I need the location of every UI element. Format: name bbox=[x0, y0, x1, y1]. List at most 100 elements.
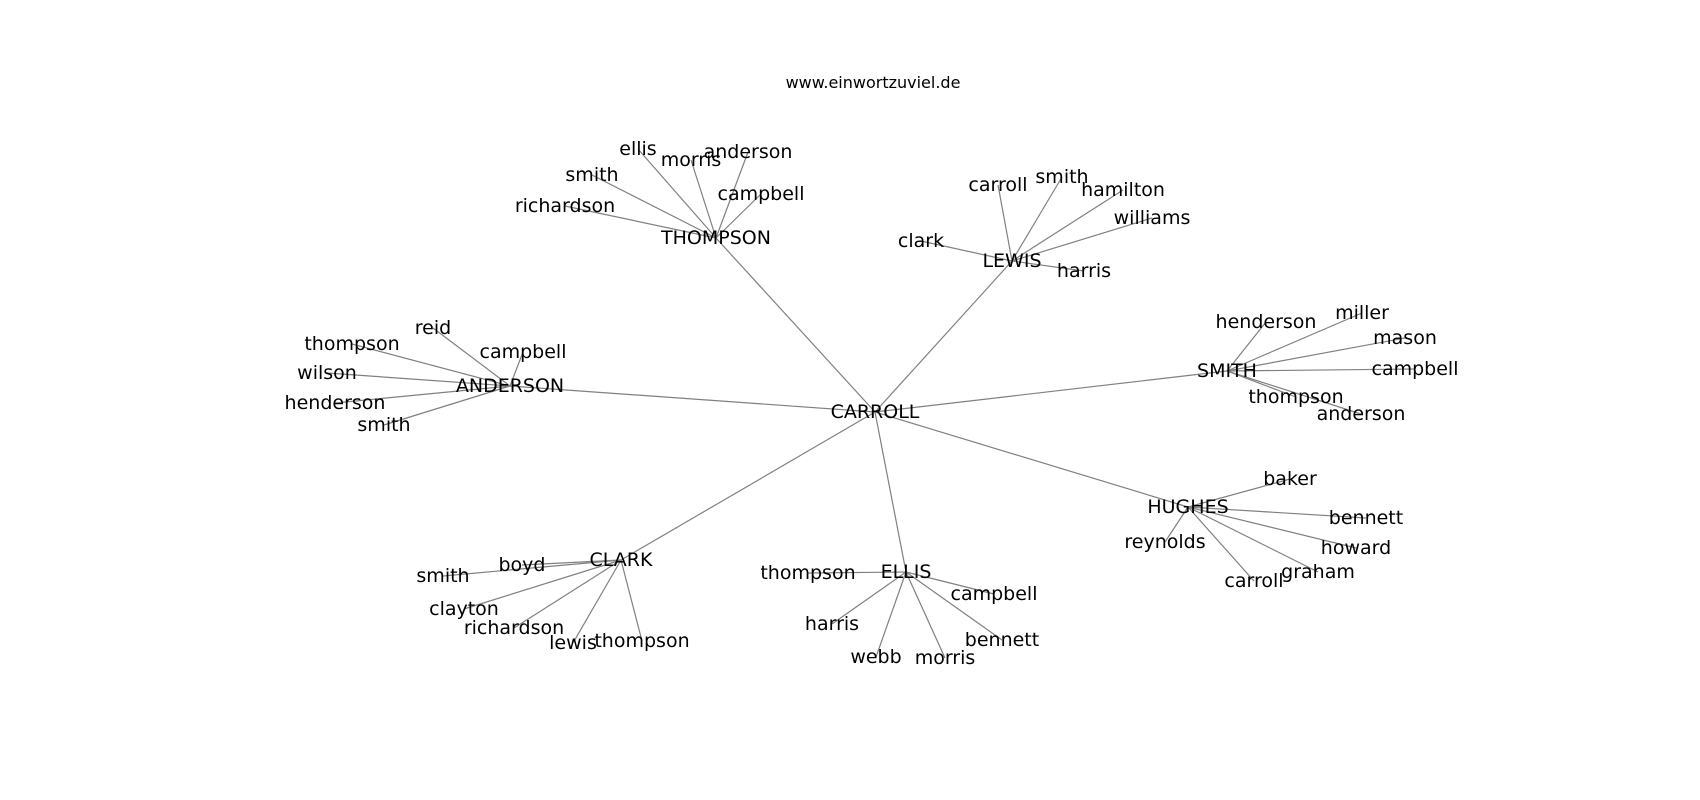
leaf-node-label: reid bbox=[415, 317, 451, 339]
leaf-node-label: thompson bbox=[304, 333, 399, 355]
leaf-node-label: bennett bbox=[1329, 507, 1403, 529]
leaf-node-label: thompson bbox=[760, 562, 855, 584]
edge-hub-to-leaf bbox=[383, 385, 511, 426]
hub-node-label: LEWIS bbox=[982, 250, 1041, 272]
leaf-node-label: richardson bbox=[515, 195, 615, 217]
edge-hub-to-leaf bbox=[521, 559, 622, 566]
edge-hub-to-leaf bbox=[831, 571, 907, 625]
leaf-node-label: anderson bbox=[704, 141, 793, 163]
leaf-node-label: anderson bbox=[1317, 403, 1406, 425]
edge-hub-to-leaf bbox=[690, 159, 717, 239]
edge-hub-to-leaf bbox=[1011, 217, 1153, 262]
site-url-label: www.einwortzuviel.de bbox=[786, 73, 961, 92]
edge-hub-to-leaf bbox=[1187, 506, 1367, 519]
root-node-label: CARROLL bbox=[831, 401, 920, 423]
hub-node-label: THOMPSON bbox=[660, 227, 771, 249]
edge-hub-to-leaf bbox=[807, 571, 907, 574]
hub-node-label: CLARK bbox=[590, 549, 653, 571]
edge-hub-to-leaf bbox=[326, 372, 511, 387]
edge-hub-to-leaf bbox=[715, 151, 749, 239]
leaf-node-label: lewis bbox=[549, 632, 597, 654]
edge-hub-to-leaf bbox=[715, 193, 762, 239]
edge-hub-to-leaf bbox=[351, 343, 511, 387]
edge-hub-to-leaf bbox=[1226, 370, 1297, 398]
leaf-node-label: richardson bbox=[464, 617, 564, 639]
edge-hub-to-leaf bbox=[1226, 368, 1416, 372]
hub-node-label: SMITH bbox=[1197, 360, 1257, 382]
leaf-node-label: henderson bbox=[1216, 311, 1317, 333]
edge-hub-to-leaf bbox=[905, 571, 946, 659]
leaf-node-label: mason bbox=[1373, 327, 1437, 349]
leaf-node-label: reynolds bbox=[1124, 531, 1205, 553]
edge-hub-to-leaf bbox=[920, 240, 1013, 262]
leaf-node-label: miller bbox=[1335, 302, 1389, 324]
leaf-node-label: smith bbox=[565, 164, 618, 186]
leaf-node-label: boyd bbox=[499, 554, 546, 576]
edge-hub-to-leaf bbox=[905, 571, 995, 595]
edge-hub-to-leaf bbox=[1226, 312, 1363, 372]
edge-hub-to-leaf bbox=[564, 205, 717, 239]
leaf-node-label: carroll bbox=[968, 174, 1027, 196]
leaf-node-label: wilson bbox=[297, 362, 357, 384]
edge-hub-to-leaf bbox=[463, 559, 622, 610]
leaf-node-label: campbell bbox=[480, 341, 567, 363]
leaf-node-label: thompson bbox=[1248, 386, 1343, 408]
leaf-node-label: clark bbox=[898, 230, 944, 252]
leaf-node-label: webb bbox=[850, 646, 901, 668]
edge-hub-to-leaf bbox=[1011, 189, 1124, 262]
edge-root-to-hub bbox=[874, 411, 907, 573]
leaf-node-label: morris bbox=[915, 647, 976, 669]
edges-layer bbox=[326, 148, 1416, 659]
edge-hub-to-leaf bbox=[513, 559, 622, 629]
edge-hub-to-leaf bbox=[1187, 506, 1357, 549]
edge-root-to-hub bbox=[874, 370, 1228, 413]
leaf-node-label: graham bbox=[1281, 561, 1355, 583]
leaf-node-label: morris bbox=[661, 149, 722, 171]
leaf-node-label: campbell bbox=[951, 583, 1038, 605]
leaf-node-label: smith bbox=[1035, 166, 1088, 188]
leaf-node-label: thompson bbox=[594, 630, 689, 652]
edge-hub-to-leaf bbox=[591, 174, 717, 239]
hub-node-label: ANDERSON bbox=[456, 375, 564, 397]
leaf-node-label: campbell bbox=[1372, 358, 1459, 380]
edge-hub-to-leaf bbox=[1187, 478, 1291, 508]
leaf-node-label: smith bbox=[357, 414, 410, 436]
edge-hub-to-leaf bbox=[1011, 260, 1085, 272]
edge-hub-to-leaf bbox=[572, 559, 622, 644]
hub-node-label: ELLIS bbox=[881, 561, 932, 583]
leaf-node-label: smith bbox=[416, 565, 469, 587]
edge-hub-to-leaf bbox=[1187, 506, 1319, 573]
leaf-node-label: harris bbox=[805, 613, 859, 635]
edge-root-to-hub bbox=[715, 237, 876, 413]
leaf-node-label: baker bbox=[1263, 468, 1317, 490]
edge-root-to-hub bbox=[874, 411, 1189, 508]
edge-hub-to-leaf bbox=[1226, 337, 1406, 372]
edge-hub-to-leaf bbox=[334, 385, 511, 404]
edge-hub-to-leaf bbox=[637, 148, 717, 239]
hub-node-label: HUGHES bbox=[1147, 496, 1228, 518]
leaf-node-label: harris bbox=[1057, 260, 1111, 282]
edge-hub-to-leaf bbox=[1164, 506, 1189, 543]
leaf-node-label: carroll bbox=[1224, 570, 1283, 592]
edge-hub-to-leaf bbox=[1187, 506, 1255, 582]
edge-hub-to-leaf bbox=[1226, 370, 1362, 415]
leaf-node-label: williams bbox=[1114, 207, 1191, 229]
edge-hub-to-leaf bbox=[1011, 176, 1063, 262]
leaf-node-label: ellis bbox=[619, 138, 656, 160]
edge-root-to-hub bbox=[509, 385, 876, 413]
edge-hub-to-leaf bbox=[620, 559, 643, 642]
edge-hub-to-leaf bbox=[905, 571, 1003, 641]
edge-hub-to-leaf bbox=[442, 559, 622, 577]
leaf-node-label: hamilton bbox=[1081, 179, 1165, 201]
leaf-node-label: campbell bbox=[718, 183, 805, 205]
leaf-node-label: bennett bbox=[965, 629, 1039, 651]
leaf-node-label: henderson bbox=[285, 392, 386, 414]
edge-hub-to-leaf bbox=[509, 351, 524, 387]
edge-root-to-hub bbox=[620, 411, 876, 561]
edge-root-to-hub bbox=[874, 260, 1013, 413]
edge-hub-to-leaf bbox=[432, 327, 511, 387]
leaf-node-label: howard bbox=[1321, 537, 1391, 559]
edge-hub-to-leaf bbox=[997, 184, 1013, 262]
